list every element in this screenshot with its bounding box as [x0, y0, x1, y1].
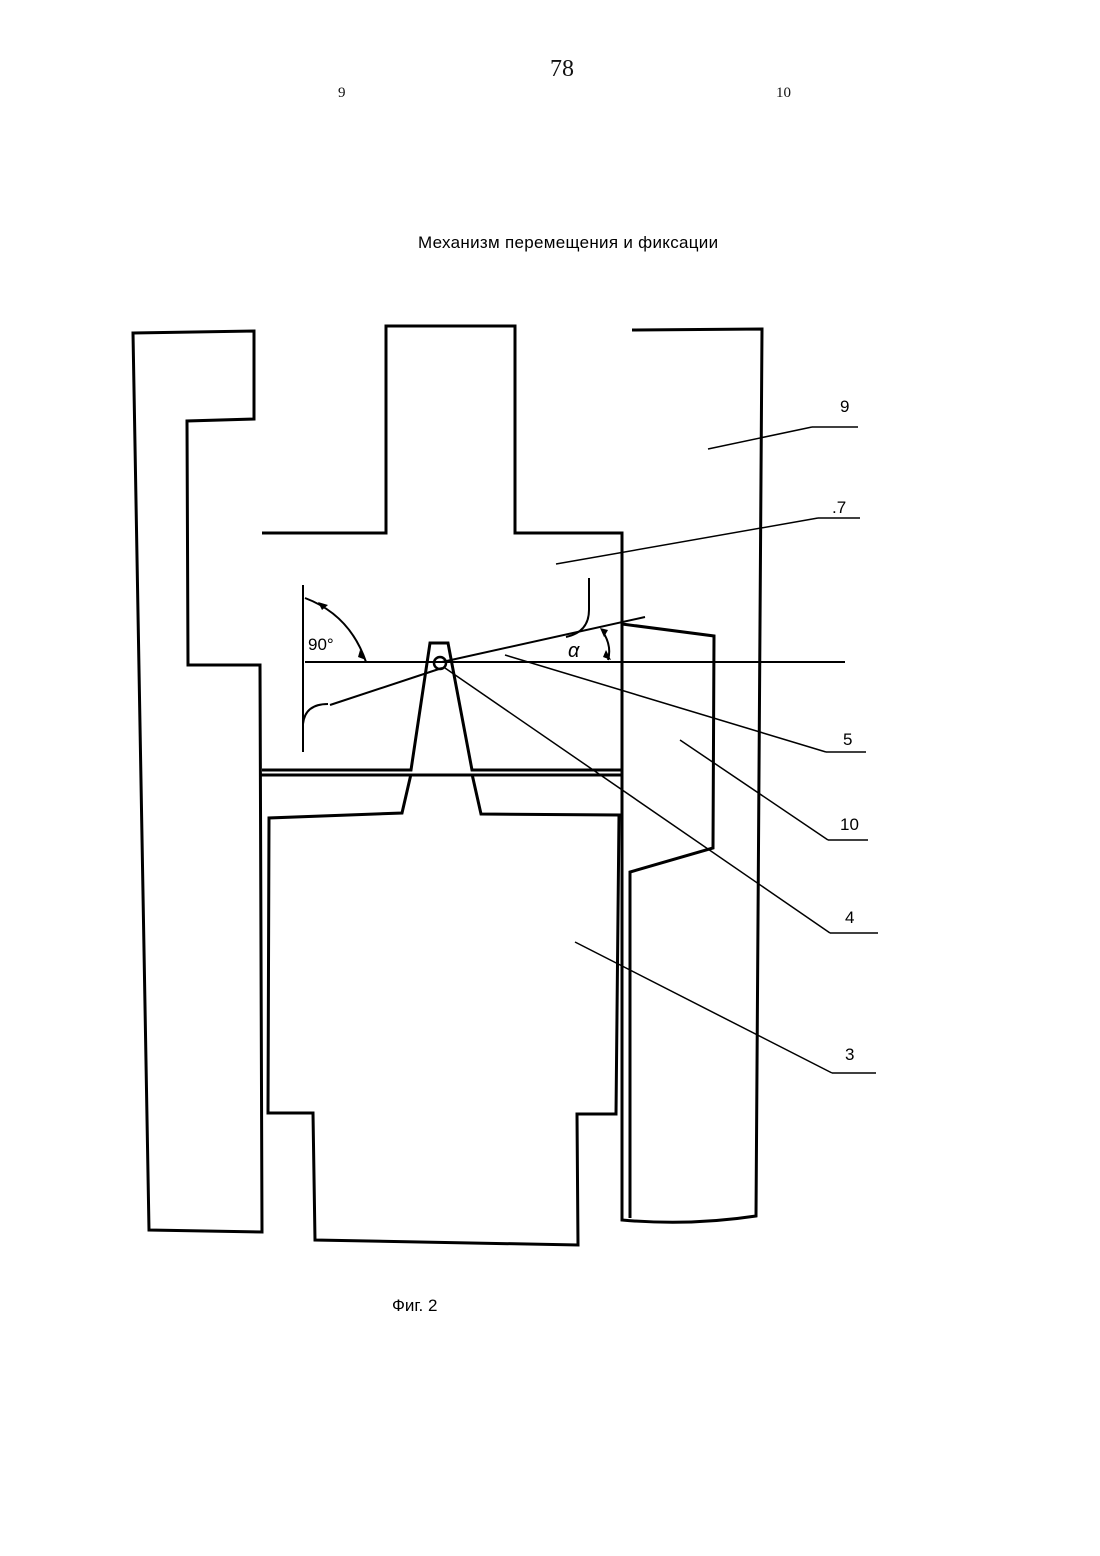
leader-line-3 [575, 942, 832, 1073]
spring-curve-right [566, 578, 589, 637]
callout-5: 5 [843, 730, 852, 749]
leader-line-7 [556, 518, 818, 564]
callout-3: 3 [845, 1045, 854, 1064]
part-7-slider [262, 326, 622, 770]
left-frame-part [133, 331, 262, 1232]
angle-alpha-label: α [568, 640, 580, 662]
callout-9: 9 [840, 397, 849, 416]
figure-caption: Фиг. 2 [392, 1296, 437, 1316]
spring-curve-left [303, 704, 328, 752]
callout-7: .7 [832, 498, 846, 517]
part-9-rail [622, 329, 762, 1222]
part-10-bracket [622, 624, 714, 1218]
leader-line-10 [680, 740, 828, 840]
angle-90-label: 90° [308, 635, 334, 654]
inclined-line [442, 617, 645, 662]
arrowhead [600, 628, 608, 637]
callout-4: 4 [845, 908, 854, 927]
inclined-line-lower [330, 668, 442, 705]
leader-line-5 [505, 655, 826, 752]
leader-line-4 [445, 668, 830, 933]
callout-10: 10 [840, 815, 859, 834]
part-3-base [260, 774, 622, 1245]
